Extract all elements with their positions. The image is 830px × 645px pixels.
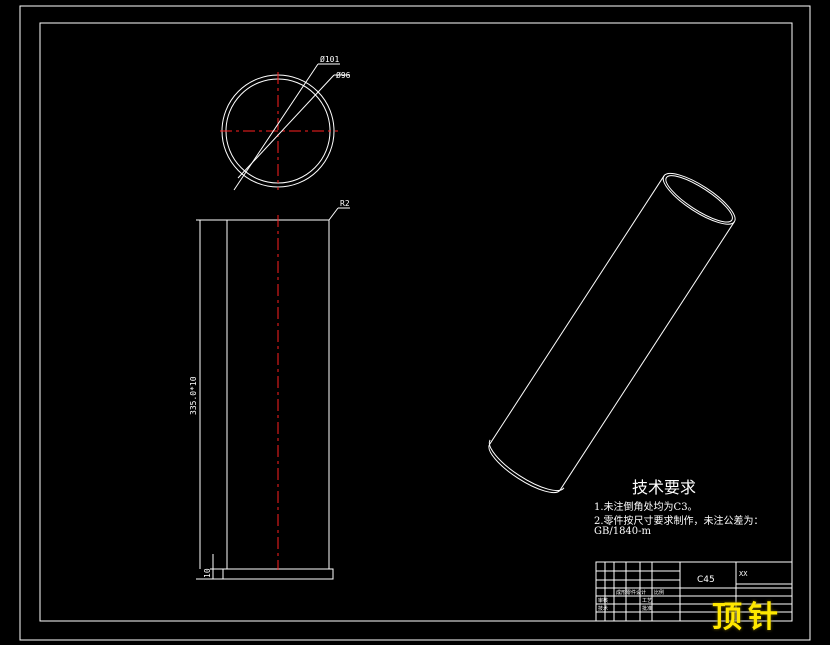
iso-top-ellipse-outer bbox=[662, 172, 736, 225]
inner-frame bbox=[39, 22, 793, 622]
front-view: R2 335.0*10 10 bbox=[189, 199, 350, 580]
dim-length: 335.0*10 bbox=[189, 376, 198, 415]
top-view: Ø101 Ø96 bbox=[220, 54, 351, 191]
tech-requirement-2: 2.零件按尺寸要求制作，未注公差为： bbox=[594, 516, 764, 527]
tech-requirements-title: 技术要求 bbox=[632, 478, 697, 497]
title-block-note: XX bbox=[739, 570, 748, 578]
title-cell-4: 工艺 bbox=[642, 598, 652, 604]
cylinder-base bbox=[222, 568, 334, 580]
iso-bottom-ellipse bbox=[488, 444, 561, 493]
watermark-logo: 顶针 bbox=[712, 600, 784, 635]
iso-bottom-ellipse-2 bbox=[488, 439, 565, 492]
title-cell-0: 成形零件设计 bbox=[616, 589, 646, 596]
title-cell-3: 技术 bbox=[598, 605, 608, 612]
dim-base: 10 bbox=[203, 568, 212, 578]
iso-top-ellipse-inner bbox=[665, 175, 733, 223]
iso-side-right bbox=[559, 221, 735, 491]
title-cell-1: 比例 bbox=[654, 589, 664, 596]
dim-inner-diameter: Ø96 bbox=[336, 70, 351, 80]
iso-view bbox=[488, 172, 736, 493]
radius-leader bbox=[328, 207, 339, 221]
title-cell-5: 批准 bbox=[642, 605, 652, 612]
outer-frame bbox=[19, 5, 811, 641]
dim-leader-inner bbox=[237, 74, 335, 179]
dim-leader-outer bbox=[233, 63, 319, 191]
title-cell-2: 审核 bbox=[598, 597, 608, 604]
dim-radius: R2 bbox=[340, 199, 350, 208]
iso-side-left bbox=[489, 175, 665, 445]
material-label: C45 bbox=[697, 575, 715, 585]
tech-requirement-3: GB/1840-m bbox=[594, 526, 652, 537]
dim-outer-diameter: Ø101 bbox=[320, 54, 339, 64]
tech-requirement-1: 1.未注倒角处均为C3。 bbox=[594, 502, 698, 513]
title-block bbox=[595, 561, 793, 622]
